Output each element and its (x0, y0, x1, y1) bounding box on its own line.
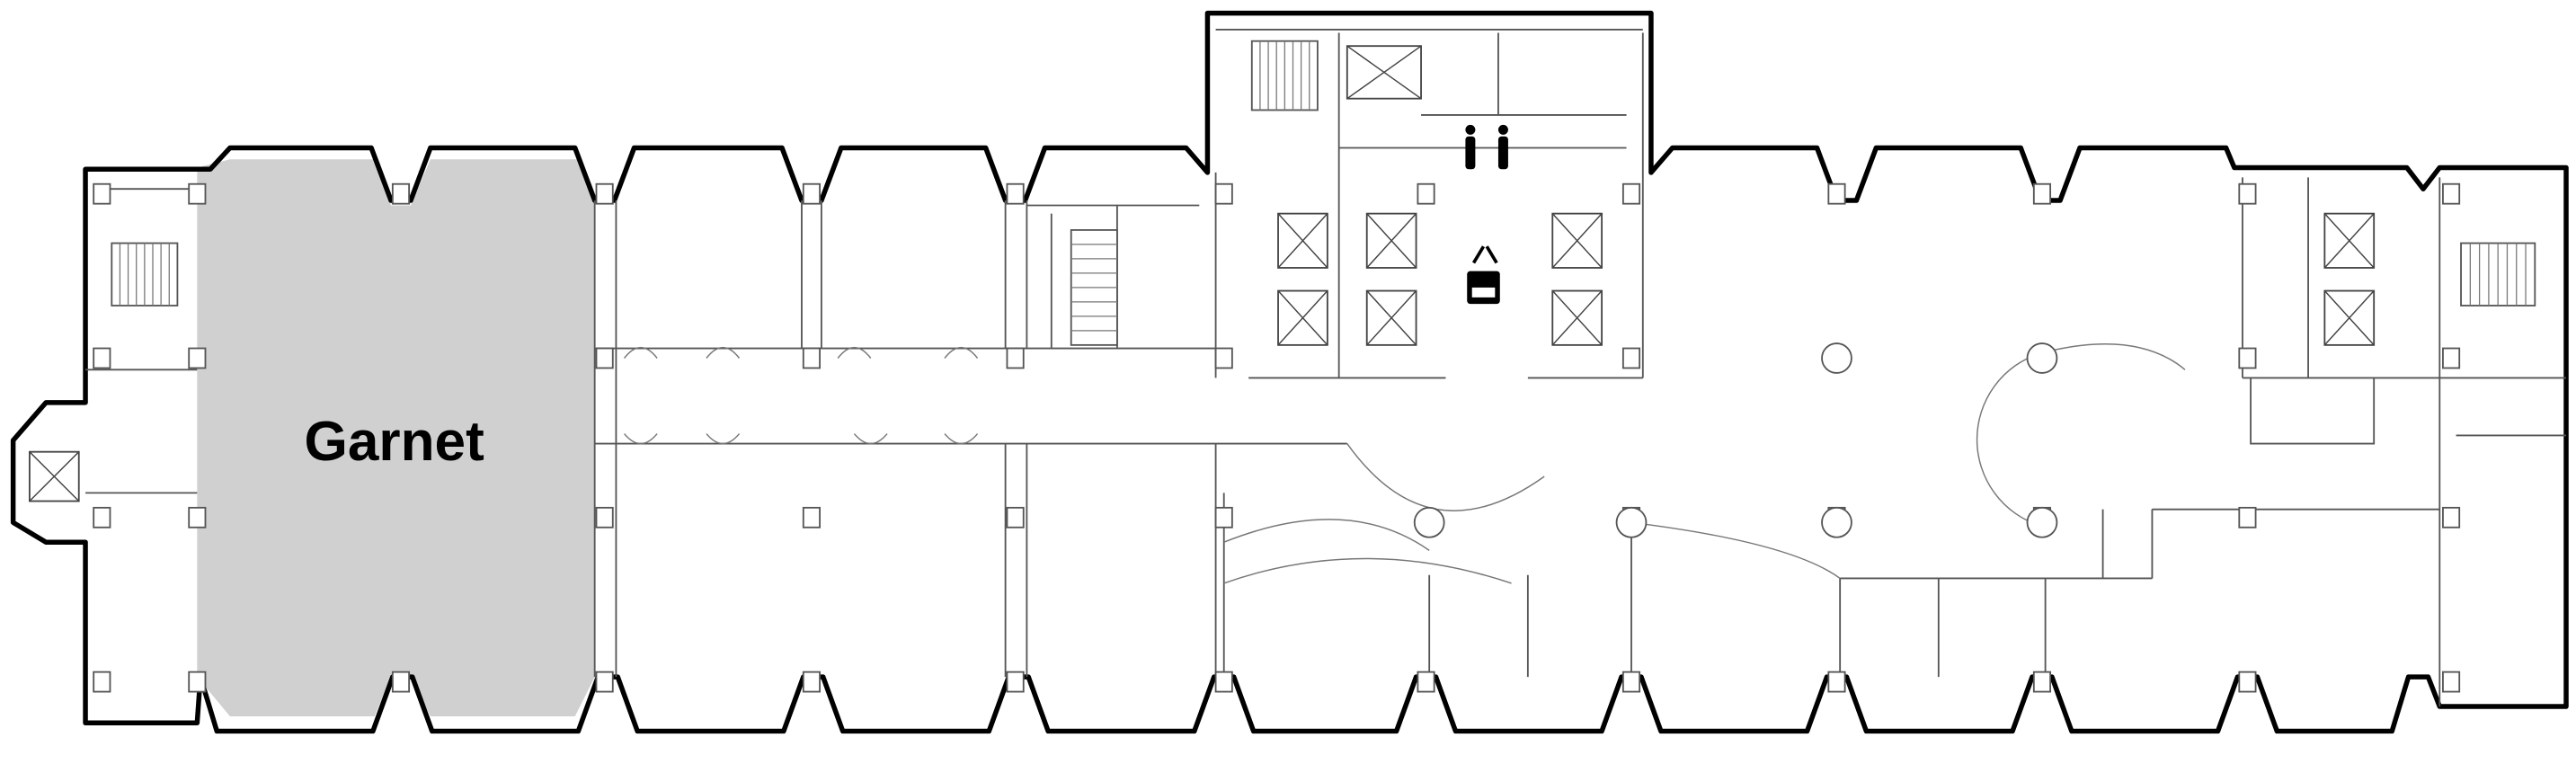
column (1417, 671, 1435, 693)
elevator-shaft-icon (1365, 289, 1417, 346)
column (188, 671, 207, 693)
column (1621, 182, 1641, 205)
elevator-shaft-icon (1551, 289, 1603, 346)
column (188, 347, 207, 369)
column (802, 347, 821, 369)
elevator-icon (1467, 245, 1500, 305)
column (1827, 182, 1846, 205)
column (2442, 506, 2461, 529)
elevator-shaft-icon (1365, 212, 1417, 269)
column (1621, 671, 1641, 693)
elevator-shaft-icon (1551, 212, 1603, 269)
elevator-shaft-icon (2323, 289, 2376, 346)
column (1214, 182, 1233, 205)
column (1214, 671, 1233, 693)
column (595, 671, 614, 693)
column (188, 182, 207, 205)
column (2442, 671, 2461, 693)
room-garnet[interactable]: Garnet (197, 159, 595, 716)
stairs-icon (111, 40, 2536, 346)
column (2238, 671, 2257, 693)
column (188, 506, 207, 529)
elevator-shaft-icon (28, 450, 80, 502)
column (595, 506, 614, 529)
restroom-icon (1465, 124, 1508, 170)
interior-walls (85, 28, 2567, 707)
column (802, 182, 821, 205)
column (1214, 506, 1233, 529)
round-column (2026, 506, 2058, 538)
column (1006, 182, 1025, 205)
column (1006, 347, 1025, 369)
round-column (1413, 506, 1445, 538)
column (1006, 506, 1025, 529)
column (2442, 347, 2461, 369)
column (2238, 347, 2257, 369)
column (2442, 182, 2461, 205)
column (1006, 671, 1025, 693)
column (1214, 347, 1233, 369)
column (595, 182, 614, 205)
structural-columns (93, 182, 2461, 693)
column (2032, 671, 2052, 693)
column (1417, 182, 1435, 205)
column (2238, 182, 2257, 205)
round-column (1821, 342, 1852, 374)
column (93, 182, 111, 205)
elevator-shafts (28, 45, 2376, 502)
round-column (2026, 342, 2058, 374)
exterior-wall (10, 10, 2569, 734)
elevator-shaft-icon (1346, 45, 1422, 100)
elevator-shaft-icon (1277, 289, 1328, 346)
column (802, 671, 821, 693)
column (802, 506, 821, 529)
column (595, 347, 614, 369)
round-column (1821, 506, 1852, 538)
column (93, 347, 111, 369)
column (2032, 182, 2052, 205)
room-label-garnet: Garnet (305, 411, 484, 473)
column (391, 182, 411, 205)
column (1621, 347, 1641, 369)
column (2238, 506, 2257, 529)
elevator-shaft-icon (1277, 212, 1328, 269)
room-garnet-area[interactable] (197, 159, 595, 716)
elevator-shaft-icon (2323, 212, 2376, 269)
column (93, 671, 111, 693)
column (391, 671, 411, 693)
column (93, 506, 111, 529)
column (1827, 671, 1846, 693)
round-column (1615, 506, 1648, 538)
